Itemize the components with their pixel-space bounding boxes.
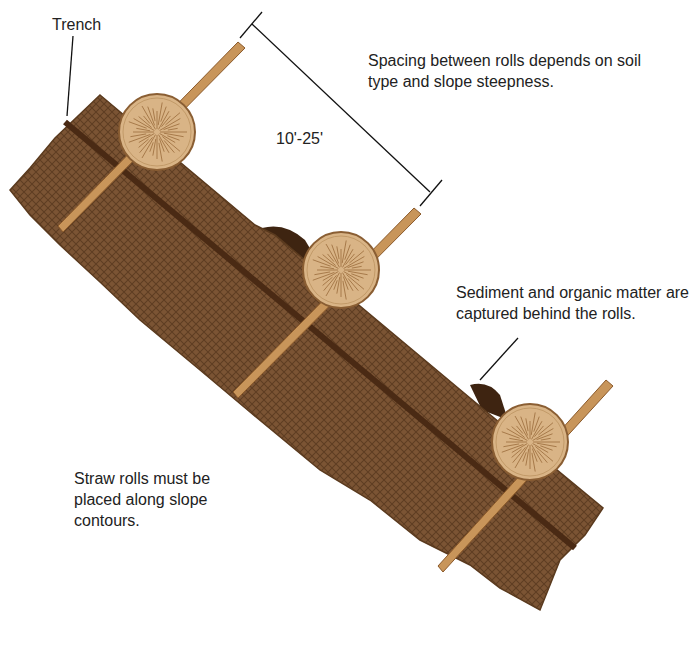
- trench-line: [65, 122, 575, 548]
- callout-label: Sediment and organic matter are captured…: [456, 282, 692, 324]
- dimension-bracket: [240, 12, 442, 206]
- dimension-label: 10'-25': [276, 128, 356, 149]
- soil-slope: [10, 95, 603, 610]
- note-text: Straw rolls must be placed along slope c…: [74, 468, 244, 531]
- note-text: Spacing between rolls depends on soil ty…: [368, 50, 668, 92]
- straw-roll: [492, 404, 568, 480]
- straw-roll: [119, 94, 195, 170]
- callout-label: Trench: [52, 14, 132, 35]
- straw-roll: [303, 232, 379, 308]
